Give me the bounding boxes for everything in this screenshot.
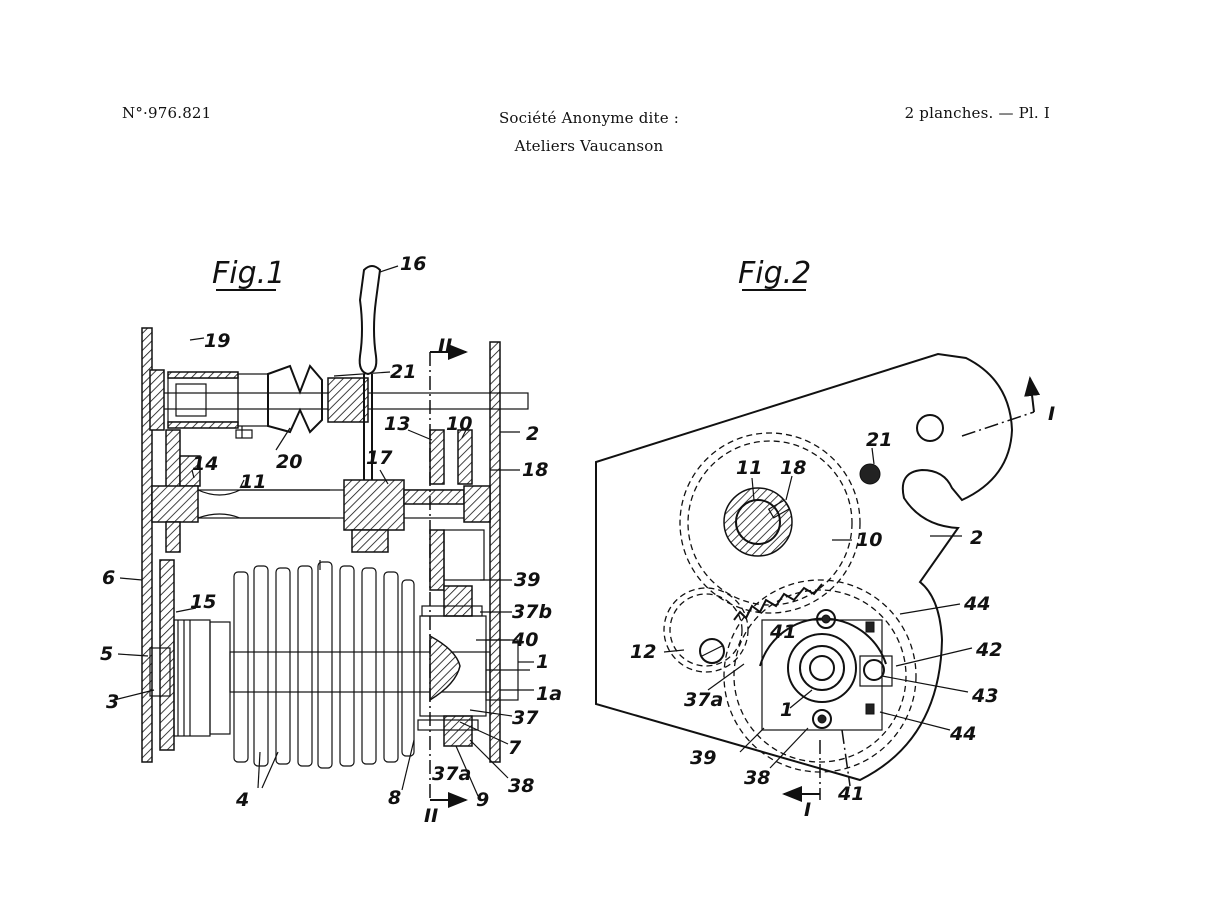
figure-1: Fig.1 [100, 253, 562, 827]
section-line-I [961, 411, 1035, 437]
fig1-label-1: 1 [536, 651, 549, 673]
fig2-label-41b: 41 [837, 783, 864, 805]
fig2-label-11: 11 [736, 457, 762, 479]
right-frame-plate [489, 341, 501, 763]
fig1-label-8: 8 [388, 787, 401, 809]
fig2-label-12: 12 [630, 641, 656, 663]
fig1-label-5: 5 [100, 643, 113, 665]
fig1-label-3: 3 [106, 691, 119, 713]
hand-lever [358, 265, 382, 376]
fig2-label-sec-bottom: I [804, 799, 811, 821]
company-block: Société Anonyme dite : Ateliers Vaucanso… [0, 104, 1178, 160]
fig1-label-14: 14 [192, 453, 218, 475]
hub-37a [787, 633, 857, 703]
fig2-label-44a: 44 [963, 593, 990, 615]
fig1-label-39: 39 [514, 569, 540, 591]
fig2-label-43: 43 [971, 685, 998, 707]
left-frame-plate [141, 327, 153, 763]
fig2-label-38: 38 [744, 767, 770, 789]
patent-number: N°·976.821 [122, 104, 212, 122]
fig1-label-18: 18 [522, 459, 548, 481]
fig1-label-4: 4 [235, 789, 249, 811]
fig1-label-37b: 37b [512, 601, 552, 623]
fig2-label-44b: 44 [949, 723, 976, 745]
fig1-label-11: 11 [240, 471, 266, 493]
fig1-label-38: 38 [508, 775, 534, 797]
fig2-label-39: 39 [690, 747, 716, 769]
fig1-label-6: 6 [102, 567, 115, 589]
fig1-label-40: 40 [511, 629, 538, 651]
company-line-2: Ateliers Vaucanson [514, 137, 664, 155]
support-plate [595, 352, 1014, 782]
fig1-label-19: 19 [204, 330, 230, 352]
fig1-label-1a: 1a [536, 683, 562, 705]
fig1-label-20: 20 [276, 451, 302, 473]
fig1-title: Fig.1 [212, 256, 285, 291]
fig1-label-37: 37 [512, 707, 539, 729]
company-line-1: Société Anonyme dite : [498, 109, 680, 127]
fig2-label-sec-top: I [1048, 403, 1055, 425]
fig2-label-42: 42 [975, 639, 1002, 661]
sheet-count: 2 planches. — Pl. I [904, 104, 1050, 122]
fig1-label-sec-bottom: II [424, 805, 438, 827]
fig2-label-1: 1 [780, 699, 793, 721]
pin-21 [859, 463, 881, 485]
fixing-hole [916, 414, 944, 442]
fig2-label-37a: 37a [684, 689, 723, 711]
fig1-label-9: 9 [476, 789, 489, 811]
gear-12 [663, 587, 749, 673]
figure-2: Fig.2 [595, 256, 1055, 821]
counting-discs [233, 561, 415, 769]
fig1-label-21: 21 [390, 361, 416, 383]
fig1-label-16: 16 [400, 253, 426, 275]
fig1-label-sec-top: II [438, 335, 452, 357]
fig2-label-2: 2 [970, 527, 983, 549]
fig2-title: Fig.2 [738, 256, 811, 291]
fig2-label-21: 21 [866, 429, 892, 451]
fig1-label-2: 2 [526, 423, 539, 445]
fig1-label-7: 7 [508, 737, 522, 759]
totalizer-shaft [229, 651, 491, 693]
fig1-label-10: 10 [446, 413, 472, 435]
fig1-label-15: 15 [190, 591, 216, 613]
fig1-label-17: 17 [366, 447, 393, 469]
fig2-label-10: 10 [856, 529, 882, 551]
fig1-label-37a: 37a [432, 763, 471, 785]
gear-10 [679, 432, 861, 614]
fig2-label-41a: 41 [769, 621, 796, 643]
fig1-label-13: 13 [384, 413, 410, 435]
fig2-label-18: 18 [780, 457, 806, 479]
